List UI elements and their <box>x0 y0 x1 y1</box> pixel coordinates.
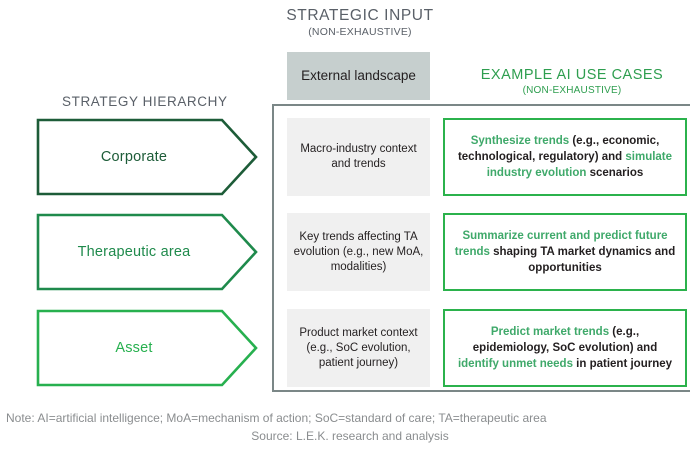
hierarchy-chevron-asset[interactable]: Asset <box>36 309 258 387</box>
footnote-source: Source: L.E.K. research and analysis <box>251 429 449 443</box>
chevron-shape-icon <box>36 309 258 387</box>
use-case-segment-green: Predict market trends <box>490 326 610 338</box>
strategic-input-cell: Macro-industry context and trends <box>287 118 430 196</box>
strategic-input-cell: Product market context (e.g., SoC evolut… <box>287 309 430 387</box>
use-case-segment-dark: (e.g., economic, technological, regulato… <box>457 135 660 163</box>
hierarchy-chevron-therapeutic-area[interactable]: Therapeutic area <box>36 213 258 291</box>
use-case-segment-dark: (e.g., epidemiology, SoC evolution) and <box>472 326 658 354</box>
use-case-segment-dark: shaping TA market dynamics and opportuni… <box>489 246 676 274</box>
footnote-note: Note: AI=artificial intelligence; MoA=me… <box>6 411 547 425</box>
matrix-row: Asset Product market context (e.g., SoC … <box>0 309 700 387</box>
matrix-row: Therapeutic area Key trends affecting TA… <box>0 213 700 291</box>
matrix-row: Corporate Macro-industry context and tre… <box>0 118 700 196</box>
strategic-input-title: STRATEGIC INPUT <box>286 7 434 24</box>
use-case-cell: Predict market trends (e.g., epidemiolog… <box>443 309 687 387</box>
use-case-segment-green: Summarize current and predict future tre… <box>454 230 668 258</box>
use-case-cell: Synthesize trends (e.g., economic, techn… <box>443 118 687 196</box>
use-cases-subtitle: (NON-EXHAUSTIVE) <box>522 85 622 96</box>
use-case-segment-green: simulate industry evolution <box>486 151 673 179</box>
matrix-frame-bottom-rule <box>272 390 690 392</box>
strategic-input-subtitle: (NON-EXHAUSTIVE) <box>308 26 412 38</box>
chevron-shape-icon <box>36 213 258 291</box>
external-landscape-header: External landscape <box>287 52 430 100</box>
use-case-segment-green: identify unmet needs <box>457 358 573 370</box>
hierarchy-chevron-label: Corporate <box>100 149 168 165</box>
hierarchy-chevron-corporate[interactable]: Corporate <box>36 118 258 196</box>
strategic-input-heading: STRATEGIC INPUT (NON-EXHAUSTIVE) <box>260 6 460 40</box>
strategic-input-cell: Key trends affecting TA evolution (e.g.,… <box>287 213 430 291</box>
use-case-segment-green: Synthesize trends <box>470 135 570 147</box>
hierarchy-chevron-label: Therapeutic area <box>77 244 191 260</box>
use-cases-title: EXAMPLE AI USE CASES <box>480 67 664 83</box>
hierarchy-chevron-label: Asset <box>115 340 153 356</box>
chevron-shape-icon <box>36 118 258 196</box>
use-case-segment-dark: in patient journey <box>572 358 673 370</box>
use-cases-heading: EXAMPLE AI USE CASES (NON-EXHAUSTIVE) <box>447 66 697 98</box>
use-case-segment-dark: scenarios <box>586 167 644 179</box>
use-case-cell: Summarize current and predict future tre… <box>443 213 687 291</box>
strategy-hierarchy-label: STRATEGY HIERARCHY <box>62 94 228 109</box>
